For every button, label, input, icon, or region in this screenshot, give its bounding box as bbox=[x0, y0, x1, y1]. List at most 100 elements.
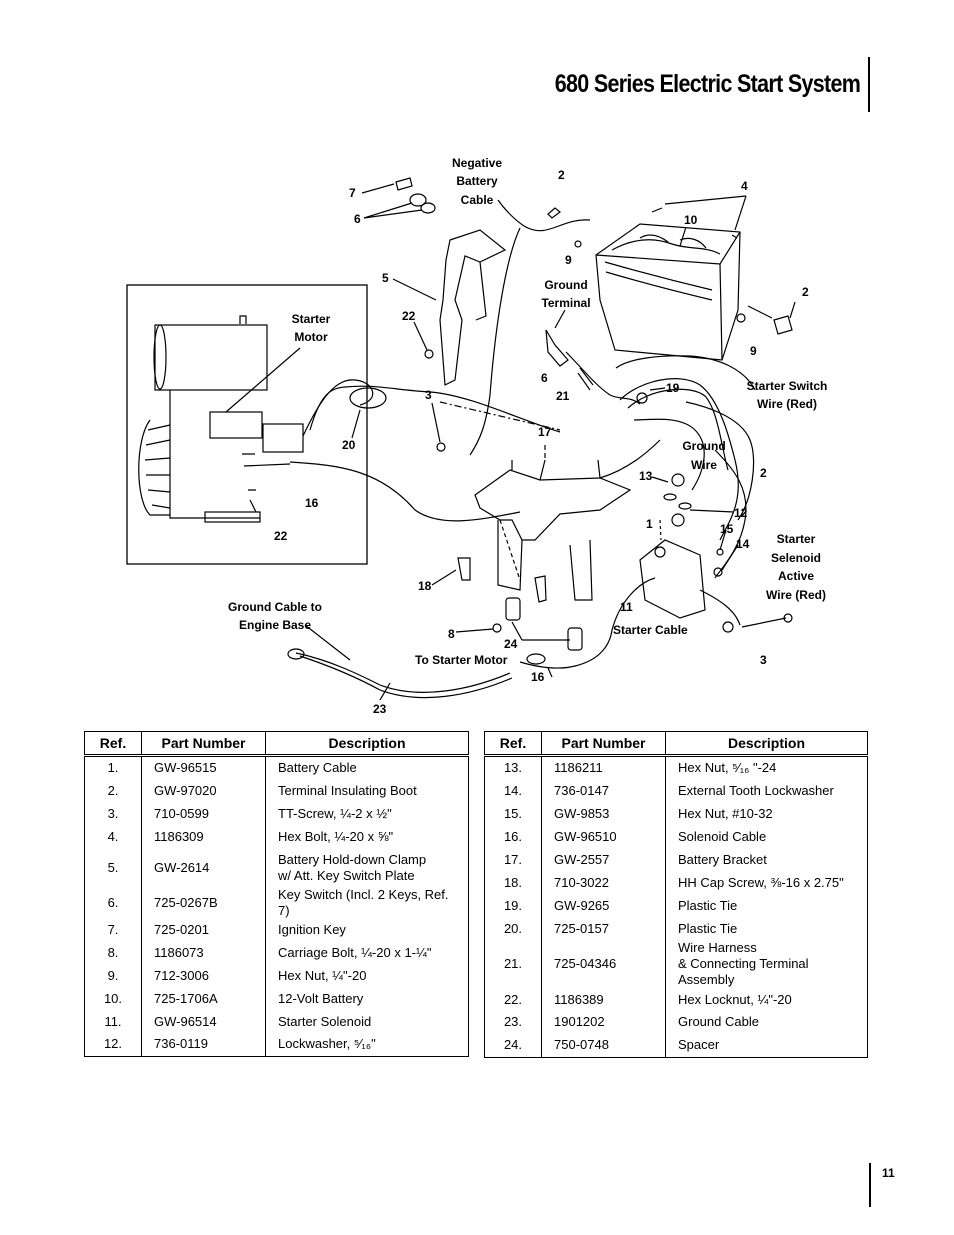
table-header-row: Ref. Part Number Description bbox=[484, 731, 868, 757]
label-starter-motor-2: Motor bbox=[294, 330, 328, 344]
description-cell: Ground Cable bbox=[665, 1011, 868, 1034]
part-number-cell: 725-0267B bbox=[141, 886, 266, 919]
callout-6b: 6 bbox=[541, 371, 548, 385]
part-number-cell: GW-2557 bbox=[541, 848, 666, 872]
battery-outline bbox=[595, 223, 741, 361]
part-number-cell: GW-96515 bbox=[141, 755, 266, 780]
ref-cell: 2. bbox=[107, 783, 119, 799]
callout-5: 5 bbox=[382, 271, 389, 285]
part-number-cell: 1186309 bbox=[141, 825, 266, 849]
callout-2c: 2 bbox=[760, 466, 767, 480]
label-starter-cable: Starter Cable bbox=[613, 623, 688, 637]
part-number-cell: 736-0147 bbox=[541, 779, 666, 803]
label-negative-battery-cable-1: Negative bbox=[452, 156, 502, 170]
part-number-cell: 750-0748 bbox=[541, 1033, 666, 1058]
callout-16b: 16 bbox=[531, 670, 545, 684]
ref-cell: 14. bbox=[503, 783, 523, 799]
callout-1: 1 bbox=[646, 517, 653, 531]
callout-12: 12 bbox=[734, 506, 748, 520]
ref-cell: 22. bbox=[503, 991, 523, 1007]
callout-4: 4 bbox=[741, 179, 748, 193]
description-line: & Connecting Terminal Assembly bbox=[678, 956, 809, 988]
description-cell: Hex Nut, ¼"-20 bbox=[265, 964, 469, 988]
page-number-rule bbox=[869, 1163, 871, 1207]
ref-cell: 8. bbox=[107, 944, 119, 960]
ref-cell: 16. bbox=[503, 829, 523, 845]
description-cell: Ignition Key bbox=[265, 918, 469, 942]
callout-2: 2 bbox=[558, 168, 565, 182]
callout-19: 19 bbox=[666, 381, 680, 395]
callout-20: 20 bbox=[342, 438, 356, 452]
callout-13: 13 bbox=[639, 469, 653, 483]
callout-3: 3 bbox=[425, 388, 432, 402]
description-cell: Spacer bbox=[665, 1033, 868, 1058]
description-line: Battery Hold-down Clamp bbox=[278, 851, 427, 867]
header-part-number: Part Number bbox=[141, 731, 266, 757]
description-cell: Plastic Tie bbox=[665, 917, 868, 941]
label-negative-battery-cable-2: Battery bbox=[456, 174, 498, 188]
header-ref: Ref. bbox=[484, 731, 542, 757]
callout-18: 18 bbox=[418, 579, 432, 593]
callout-9: 9 bbox=[565, 253, 572, 267]
callout-3b: 3 bbox=[760, 653, 767, 667]
ref-cell: 12. bbox=[103, 1036, 123, 1052]
description-cell: Key Switch (Incl. 2 Keys, Ref. 7) bbox=[265, 886, 469, 919]
part-number-cell: 710-3022 bbox=[541, 871, 666, 895]
description-cell: Wire Harness& Connecting Terminal Assemb… bbox=[665, 940, 868, 989]
exploded-parts-diagram: 7 6 5 22 3 2 9 10 4 2 9 6 21 19 17 13 12… bbox=[126, 156, 828, 716]
header-description: Description bbox=[665, 731, 868, 757]
callout-9b: 9 bbox=[750, 344, 757, 358]
description-cell: Hex Bolt, ¼-20 x ⅝" bbox=[265, 825, 469, 849]
label-starter-switch-1: Starter Switch bbox=[747, 379, 828, 393]
callout-11: 11 bbox=[620, 600, 633, 614]
ref-cell: 10. bbox=[103, 990, 123, 1006]
part-number-cell: 1901202 bbox=[541, 1011, 666, 1034]
callout-2b: 2 bbox=[802, 285, 809, 299]
description-cell: Plastic Tie bbox=[665, 894, 868, 918]
description-line: Wire Harness bbox=[678, 940, 757, 956]
callout-22b: 22 bbox=[274, 529, 288, 543]
callout-10: 10 bbox=[684, 213, 698, 227]
description-cell: Terminal Insulating Boot bbox=[265, 779, 469, 803]
starter-solenoid bbox=[639, 539, 706, 619]
part-number-cell: GW-2614 bbox=[141, 848, 266, 887]
part-number-cell: 1186073 bbox=[141, 941, 266, 965]
ref-cell: 20. bbox=[503, 920, 523, 936]
callout-8: 8 bbox=[448, 627, 455, 641]
ref-cell: 3. bbox=[107, 806, 119, 822]
label-negative-battery-cable-3: Cable bbox=[461, 193, 494, 207]
callout-15: 15 bbox=[720, 522, 734, 536]
ref-cell: 19. bbox=[503, 897, 523, 913]
ref-cell: 1. bbox=[107, 760, 119, 776]
description-cell: Hex Nut, ⁵⁄₁₆ "-24 bbox=[665, 755, 868, 780]
ref-cell: 24. bbox=[503, 1037, 523, 1053]
part-number-cell: 725-1706A bbox=[141, 987, 266, 1011]
description-cell: Battery Bracket bbox=[665, 848, 868, 872]
ref-cell: 4. bbox=[107, 829, 119, 845]
description-cell: Carriage Bolt, ¼-20 x 1-¼" bbox=[265, 941, 469, 965]
part-number-cell: 1186389 bbox=[541, 988, 666, 1012]
header-part-number: Part Number bbox=[541, 731, 666, 757]
ref-cell: 5. bbox=[107, 859, 119, 875]
description-line: w/ Att. Key Switch Plate bbox=[278, 867, 415, 883]
callout-14: 14 bbox=[736, 537, 750, 551]
callout-24: 24 bbox=[504, 637, 518, 651]
